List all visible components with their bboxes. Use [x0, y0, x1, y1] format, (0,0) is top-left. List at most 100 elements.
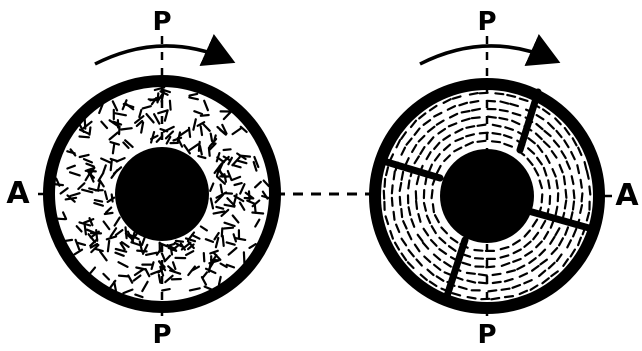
random-dash: [206, 239, 213, 242]
random-dash: [170, 101, 171, 110]
random-dash: [85, 119, 86, 129]
random-dash: [180, 130, 188, 135]
random-dash: [190, 144, 198, 150]
random-dash: [147, 114, 154, 122]
random-dash: [240, 156, 250, 157]
oriented-dash: [435, 215, 439, 222]
oriented-dash: [386, 216, 389, 224]
oriented-dash: [501, 247, 509, 249]
random-dash: [216, 238, 218, 247]
oriented-dash: [573, 138, 577, 145]
oriented-dash: [571, 212, 573, 220]
random-dash: [143, 106, 151, 108]
oriented-dash: [559, 238, 563, 245]
oriented-dash: [577, 165, 579, 173]
left-core: [115, 147, 209, 241]
oriented-dash: [549, 263, 555, 269]
oriented-dash: [434, 255, 440, 260]
oriented-dash: [454, 148, 461, 152]
oriented-dash: [487, 101, 495, 102]
oriented-dash: [556, 207, 558, 215]
random-dash: [84, 159, 92, 162]
random-dash: [135, 295, 142, 298]
random-dash: [104, 222, 110, 230]
random-dash: [123, 290, 132, 294]
random-dash: [229, 248, 237, 255]
oriented-dash: [385, 179, 386, 187]
oriented-dash: [587, 171, 589, 179]
random-dash: [255, 220, 259, 227]
oriented-dash: [557, 255, 562, 262]
oriented-dash: [430, 106, 437, 111]
oriented-dash: [544, 232, 548, 239]
oriented-dash: [531, 286, 538, 290]
oriented-dash: [478, 141, 486, 142]
oriented-dash: [424, 120, 431, 125]
oriented-dash: [504, 135, 512, 138]
random-dash: [67, 166, 75, 169]
oriented-dash: [459, 103, 467, 106]
oriented-dash: [536, 134, 542, 140]
oriented-dash: [564, 140, 568, 147]
oriented-dash: [540, 181, 542, 189]
oriented-dash: [513, 113, 521, 115]
random-dash: [75, 250, 82, 255]
oriented-dash: [438, 129, 445, 134]
oriented-dash: [493, 125, 501, 127]
oriented-dash: [514, 250, 521, 254]
oriented-dash: [449, 246, 456, 251]
oriented-dash: [409, 207, 411, 215]
random-dash: [205, 287, 212, 290]
oriented-dash: [418, 214, 420, 222]
random-dash: [240, 203, 244, 210]
random-dash: [152, 262, 154, 269]
random-dash: [201, 126, 202, 135]
oriented-dash: [552, 248, 557, 254]
oriented-dash: [562, 151, 566, 158]
random-dash: [232, 177, 240, 180]
random-dash: [103, 165, 106, 172]
label-p-top-right: P: [477, 7, 496, 37]
oriented-dash: [501, 102, 509, 104]
oriented-dash: [520, 99, 528, 101]
oriented-dash: [548, 180, 549, 188]
random-dash: [106, 208, 111, 213]
random-dash: [121, 128, 131, 129]
random-dash: [142, 238, 145, 245]
random-dash: [108, 241, 109, 252]
random-dash: [131, 242, 139, 245]
random-dash: [190, 94, 198, 96]
oriented-dash: [528, 159, 533, 165]
oriented-dash: [434, 113, 441, 117]
oriented-dash: [415, 156, 419, 163]
random-dash: [149, 99, 159, 100]
random-dash: [247, 201, 255, 204]
random-dash: [194, 111, 202, 114]
oriented-dash: [478, 125, 486, 126]
oriented-dash: [459, 287, 467, 289]
random-dash: [78, 183, 84, 189]
oriented-dash: [532, 266, 539, 271]
oriented-dash: [500, 110, 508, 111]
random-dash: [70, 193, 79, 196]
random-dash: [241, 127, 247, 132]
oriented-dash: [502, 289, 510, 290]
oriented-dash: [551, 271, 558, 276]
oriented-dash: [401, 209, 402, 217]
label-p-bottom-right: P: [477, 320, 496, 346]
oriented-dash: [408, 181, 409, 189]
oriented-dash: [480, 93, 488, 94]
oriented-dash: [553, 169, 556, 176]
oriented-dash: [572, 176, 574, 184]
oriented-dash: [582, 193, 583, 201]
random-dash: [119, 276, 128, 277]
oriented-dash: [513, 259, 521, 262]
oriented-dash: [415, 129, 420, 135]
random-dash: [233, 216, 239, 223]
oriented-dash: [536, 242, 542, 248]
random-dash: [224, 149, 231, 150]
oriented-dash: [455, 138, 463, 141]
random-dash: [113, 144, 114, 153]
oriented-dash: [424, 229, 429, 236]
